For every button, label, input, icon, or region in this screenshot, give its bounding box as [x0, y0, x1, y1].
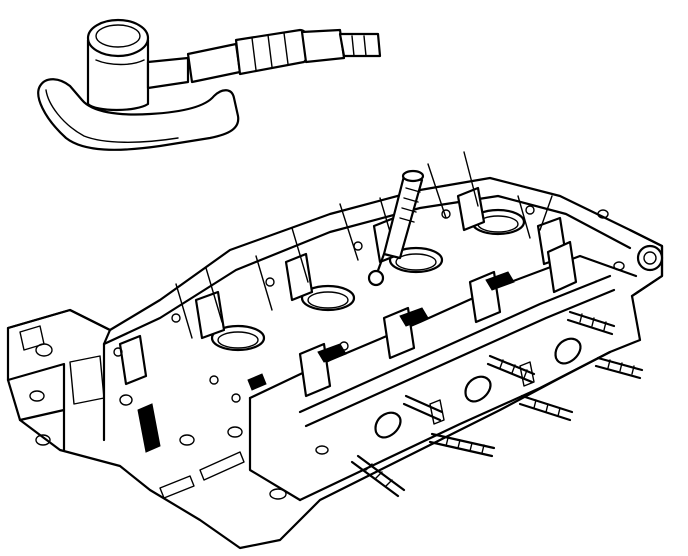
head-bolt [566, 310, 616, 336]
head-bolt [428, 432, 496, 458]
head-bolt [594, 356, 644, 380]
head-bolt [518, 394, 574, 422]
cylinder-head-icon [6, 151, 664, 550]
micrometer-icon [37, 18, 382, 151]
head-bolt [486, 354, 536, 384]
head-bolt [402, 394, 444, 422]
head-bolt [350, 454, 406, 498]
